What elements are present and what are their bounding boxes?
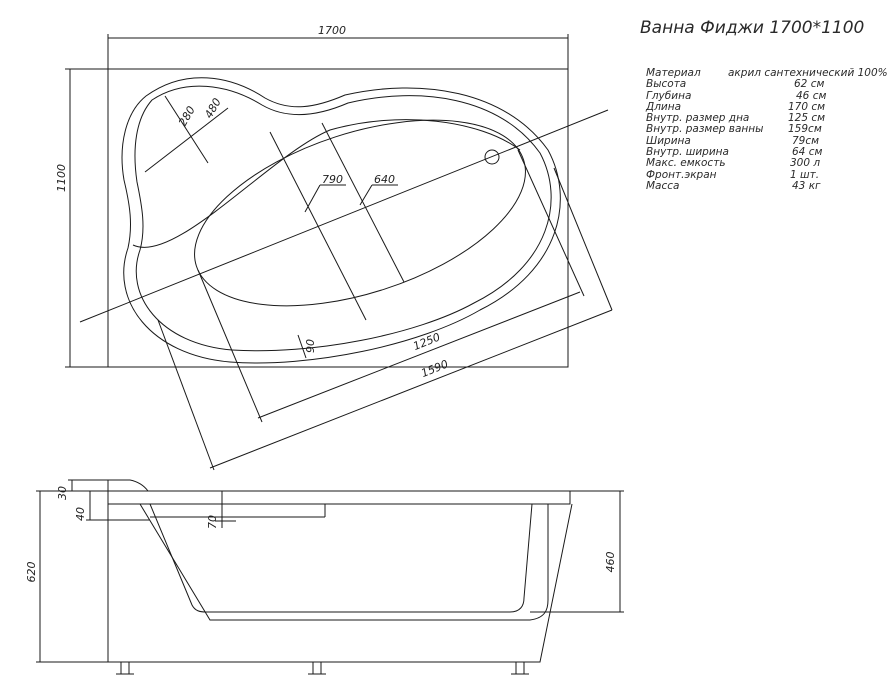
foot [515, 661, 525, 675]
spec-value: 1 шт. [790, 168, 820, 181]
top-view-outline [107, 68, 569, 368]
spec-value: 79см [792, 134, 820, 147]
foot [312, 661, 322, 675]
feet [116, 661, 529, 675]
front-panel [107, 503, 573, 663]
dim-620: 620 [25, 562, 38, 583]
seat-outline [132, 119, 521, 248]
dim-line-790 [269, 131, 367, 321]
drawing-title: Ванна Фиджи 1700*1100 [640, 18, 865, 38]
dim-30: 30 [56, 486, 69, 500]
spec-name: Внутр. размер ванны [646, 123, 764, 136]
side-view [36, 479, 624, 675]
ext-line [553, 167, 613, 311]
dim-70: 70 [206, 515, 219, 529]
spec-name: Ширина [646, 134, 691, 147]
drain [484, 149, 500, 165]
spec-value: акрил сантехнический 100% [728, 67, 888, 79]
headrest [107, 479, 149, 492]
top-view [65, 34, 613, 471]
spec-name: Высота [646, 78, 687, 91]
spec-name: Материал [646, 67, 701, 79]
spec-name: Глубина [646, 89, 692, 102]
tub-inner-rim [134, 85, 552, 352]
ext-line [197, 269, 263, 423]
tub-outer-rim [121, 77, 561, 364]
spec-value: 170 см [788, 100, 826, 113]
spec-value: 46 см [796, 89, 827, 102]
spec-value: 300 л [790, 157, 821, 170]
spec-value: 43 кг [792, 179, 821, 192]
dim-1590: 1590 [419, 357, 450, 380]
leader [359, 184, 373, 206]
dim-line-90 [297, 334, 307, 359]
spec-name: Макс. емкость [646, 157, 726, 170]
ext-line [157, 319, 215, 471]
dim-1700: 1700 [318, 24, 346, 37]
dim-790: 790 [322, 173, 343, 186]
tub-bowl [149, 503, 533, 613]
spec-name: Фронт.экран [646, 168, 717, 181]
tub-body [139, 503, 549, 621]
dim-460: 460 [604, 552, 617, 573]
dim-line-480 [164, 95, 209, 164]
spec-value: 125 см [788, 112, 826, 125]
spec-value: 159см [788, 123, 822, 136]
foot [120, 661, 130, 675]
dim-640: 640 [374, 173, 395, 186]
dim-line-1590 [209, 309, 613, 469]
dim-line-280 [144, 107, 229, 173]
dim-280: 280 [176, 104, 198, 129]
dim-line-640 [321, 122, 405, 283]
spec-name: Масса [646, 179, 680, 192]
spec-value: 64 см [792, 146, 823, 159]
spec-name: Длина [646, 100, 682, 113]
dim-1100: 1100 [55, 164, 68, 192]
spec-name: Внутр. размер дна [646, 112, 750, 125]
rim-profile [107, 490, 571, 505]
dim-line-1250 [257, 291, 581, 419]
spec-value: 62 см [794, 78, 825, 91]
ext-line [517, 149, 585, 297]
bowl-bottom [194, 119, 526, 307]
dim-90: 90 [304, 339, 317, 353]
dim-40: 40 [74, 507, 87, 521]
spec-name: Внутр. ширина [646, 146, 729, 159]
leader [304, 184, 321, 213]
dim-1250: 1250 [411, 330, 442, 353]
dim-480: 480 [202, 96, 224, 121]
centre-axis [79, 109, 609, 323]
